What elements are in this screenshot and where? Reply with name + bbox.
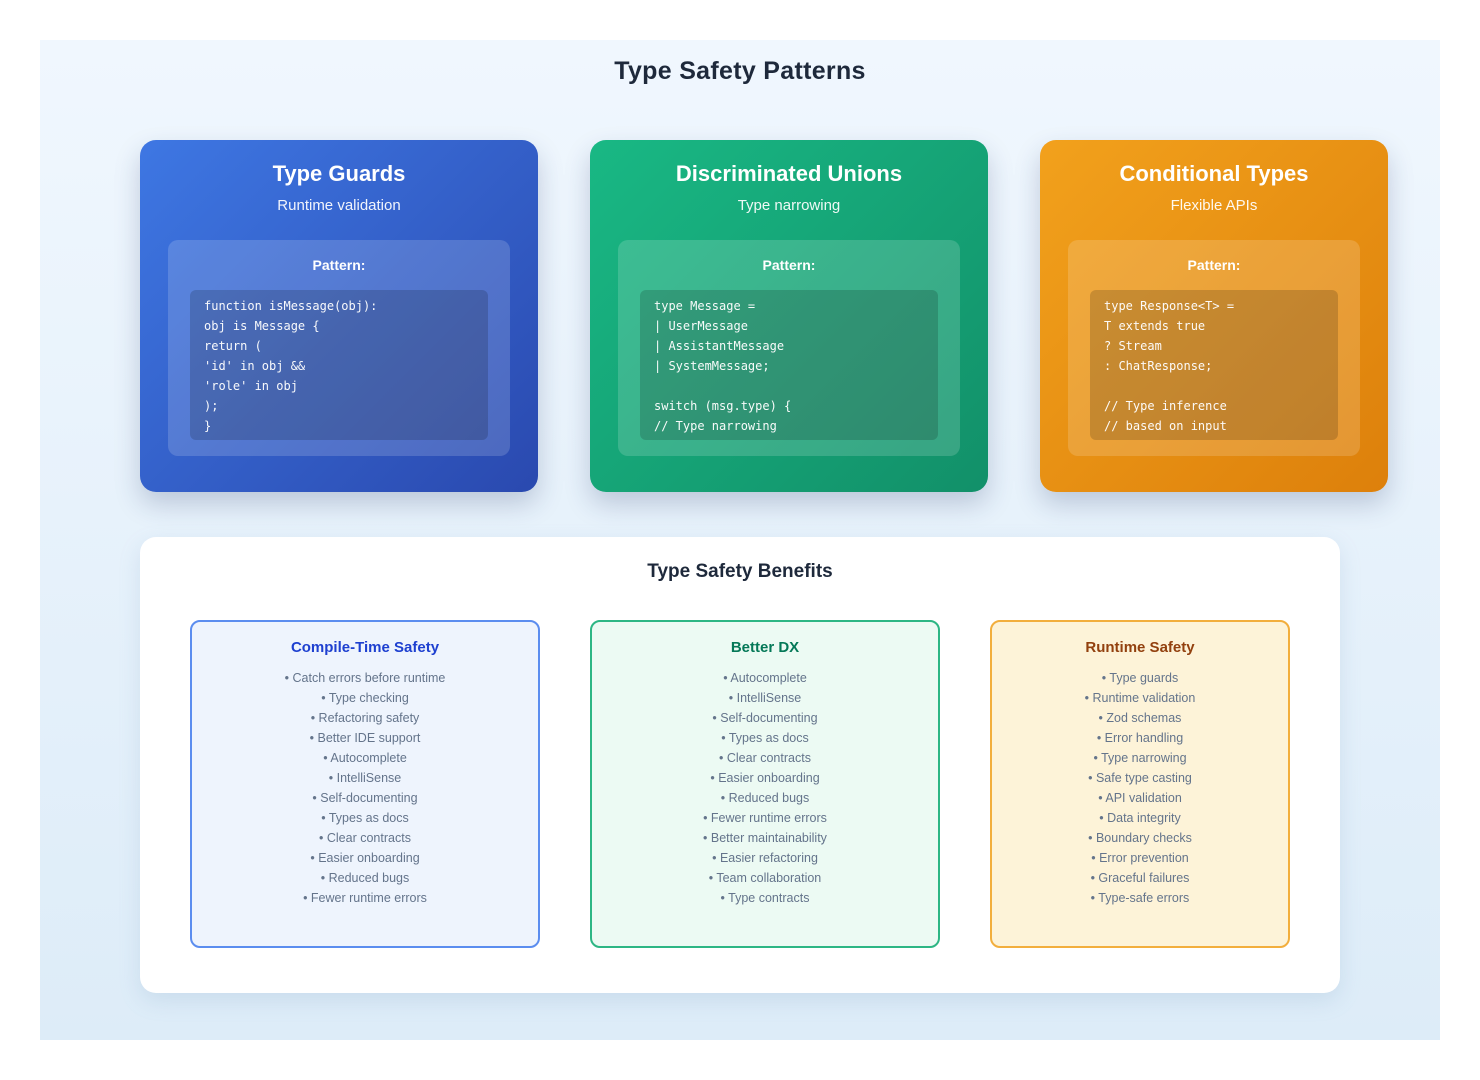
benefit-item: • Self-documenting xyxy=(712,711,818,725)
benefit-item: • IntelliSense xyxy=(328,771,402,785)
code-line: ); xyxy=(204,399,219,413)
benefit-item: • Reduced bugs xyxy=(320,871,410,885)
benefit-item: • Error prevention xyxy=(1091,851,1189,865)
benefit-item: • Types as docs xyxy=(321,811,409,825)
benefit-item: • Team collaboration xyxy=(708,871,822,885)
benefit-item: • Runtime validation xyxy=(1084,691,1196,705)
benefit-items-list: • Type guards • Runtime validation • Zod s… xyxy=(992,668,1288,908)
benefit-group-better-dx: Better DX • Autocomplete • IntelliSense • S… xyxy=(590,620,940,948)
pattern-card-subtitle: Flexible APIs xyxy=(1170,197,1258,214)
benefit-item: • Type-safe errors xyxy=(1090,891,1190,905)
code-line: | SystemMessage; xyxy=(654,359,770,373)
benefit-group-compile-time-safety: Compile-Time Safety • Catch errors before… xyxy=(190,620,540,948)
benefit-items-list: • Catch errors before runtime • Type chec… xyxy=(192,668,538,908)
benefit-item: • Type narrowing xyxy=(1093,751,1187,765)
pattern-card-subtitle: Type narrowing xyxy=(737,197,841,214)
benefits-container: Type Safety Benefits Compile-Time Safety… xyxy=(140,537,1340,993)
pattern-label: Pattern: xyxy=(312,257,366,273)
benefit-item: • Self-documenting xyxy=(312,791,418,805)
pattern-inner-panel: Pattern: function isMessage(obj): obj is M… xyxy=(168,240,510,456)
code-line: ? Stream xyxy=(1104,339,1162,353)
benefit-item: • Better IDE support xyxy=(309,731,421,745)
benefit-groups-row: Compile-Time Safety • Catch errors before… xyxy=(190,620,1290,948)
benefit-item: • Safe type casting xyxy=(1088,771,1192,785)
benefit-item: • Autocomplete xyxy=(323,751,407,765)
code-line: 'role' in obj xyxy=(204,379,298,393)
benefit-item: • Types as docs xyxy=(721,731,809,745)
code-line: return ( xyxy=(204,339,262,353)
benefit-item: • Graceful failures xyxy=(1090,871,1190,885)
page-title: Type Safety Patterns xyxy=(614,57,866,85)
benefit-item: • Clear contracts xyxy=(719,751,811,765)
benefit-item: • Fewer runtime errors xyxy=(703,811,827,825)
benefit-item: • Type checking xyxy=(321,691,409,705)
benefit-item: • Boundary checks xyxy=(1088,831,1192,845)
benefit-item: • Catch errors before runtime xyxy=(284,671,446,685)
code-line: T extends true xyxy=(1104,319,1206,333)
benefit-item: • Fewer runtime errors xyxy=(303,891,427,905)
benefit-group-title: Better DX xyxy=(730,639,800,656)
pattern-code-block: function isMessage(obj): obj is Message {… xyxy=(190,290,488,440)
benefit-item: • API validation xyxy=(1098,791,1182,805)
benefit-group-title: Compile-Time Safety xyxy=(290,639,440,656)
code-line: obj is Message { xyxy=(204,319,320,333)
code-line xyxy=(654,376,930,396)
benefit-items-list: • Autocomplete • IntelliSense • Self-docum… xyxy=(592,668,938,908)
code-line: // Type narrowing xyxy=(654,419,777,433)
code-line: } xyxy=(204,419,212,433)
benefit-item: • Type guards xyxy=(1101,671,1179,685)
benefit-item: • Zod schemas xyxy=(1098,711,1182,725)
benefit-item: • Reduced bugs xyxy=(720,791,810,805)
benefit-item: • Better maintainability xyxy=(703,831,827,845)
pattern-label: Pattern: xyxy=(762,257,816,273)
benefit-item: • Refactoring safety xyxy=(310,711,420,725)
benefit-item: • Type contracts xyxy=(720,891,810,905)
code-line: : ChatResponse; xyxy=(1104,359,1213,373)
code-line: // Type inference xyxy=(1104,399,1227,413)
benefit-item: • Error handling xyxy=(1096,731,1184,745)
pattern-code-block: type Message = | UserMessage | AssistantMe… xyxy=(640,290,938,440)
benefit-item: • Autocomplete xyxy=(723,671,807,685)
pattern-code-block: type Response<T> = T extends true ? Stream… xyxy=(1090,290,1338,440)
benefit-item: • Easier onboarding xyxy=(310,851,420,865)
code-line: | AssistantMessage xyxy=(654,339,785,353)
code-line: function isMessage(obj): xyxy=(204,299,378,313)
pattern-inner-panel: Pattern: type Message = | UserMessage | Ass… xyxy=(618,240,960,456)
pattern-card-title: Type Guards xyxy=(272,161,406,186)
code-line: type Response<T> = xyxy=(1104,299,1235,313)
benefit-group-runtime-safety: Runtime Safety • Type guards • Runtime val… xyxy=(990,620,1290,948)
benefit-group-title: Runtime Safety xyxy=(1085,639,1195,656)
pattern-card-title: Conditional Types xyxy=(1119,161,1309,186)
code-line xyxy=(1104,376,1330,396)
benefit-item: • Data integrity xyxy=(1099,811,1181,825)
benefits-title: Type Safety Benefits xyxy=(647,561,833,582)
benefit-item: • IntelliSense xyxy=(728,691,802,705)
benefit-item: • Clear contracts xyxy=(319,831,411,845)
benefit-item: • Easier onboarding xyxy=(710,771,820,785)
code-line: switch (msg.type) { xyxy=(654,399,792,413)
benefit-item: • Easier refactoring xyxy=(712,851,818,865)
pattern-card-title: Discriminated Unions xyxy=(675,161,903,186)
code-line: | UserMessage xyxy=(654,319,748,333)
pattern-inner-panel: Pattern: type Response<T> = T extends true… xyxy=(1068,240,1360,456)
code-line: 'id' in obj && xyxy=(204,359,306,373)
pattern-card-subtitle: Runtime validation xyxy=(277,197,401,214)
code-line: type Message = xyxy=(654,299,756,313)
pattern-label: Pattern: xyxy=(1187,257,1241,273)
code-line: // based on input xyxy=(1104,419,1227,433)
